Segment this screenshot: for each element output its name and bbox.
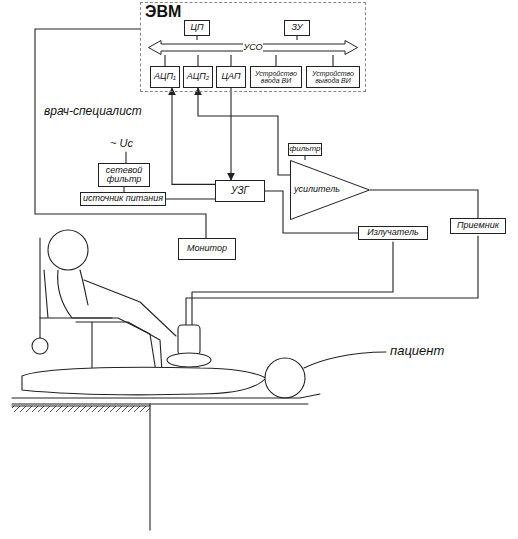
monitor-box: Монитор	[178, 238, 236, 260]
node-label: источник питания	[83, 194, 163, 203]
connector	[164, 55, 165, 66]
doctor-label: врач-специалист	[44, 104, 142, 118]
connector	[275, 55, 276, 66]
connector	[172, 88, 215, 184]
output-device-box: Устройство вывода ВИ	[306, 66, 360, 88]
chair	[39, 318, 40, 338]
connector	[296, 36, 297, 40]
node-label: ЗУ	[292, 23, 303, 32]
chair-lamp	[32, 338, 48, 354]
mains-wire	[125, 152, 126, 163]
probe-head	[167, 353, 211, 367]
connector	[196, 36, 197, 40]
node-label: сетевой фильтр	[99, 166, 149, 185]
connector	[332, 55, 333, 66]
patient-body	[22, 367, 266, 395]
floor	[12, 405, 150, 406]
emitter-box: Излучатель	[358, 226, 428, 240]
filter-box: фильтр	[288, 143, 322, 156]
memory-box: ЗУ	[284, 20, 310, 36]
receiver-box: Приемник	[450, 218, 506, 234]
adc-box: АЦП₁	[150, 66, 180, 88]
bus-outline	[149, 41, 358, 55]
table-leg	[149, 404, 150, 530]
connector	[198, 88, 290, 175]
node-label: УЗГ	[231, 186, 249, 197]
patient-label: пациент	[390, 343, 444, 358]
ultrasound-probe	[178, 325, 200, 355]
node-label: УСО	[243, 43, 262, 52]
connector	[230, 88, 231, 180]
node-label: ЭВМ	[141, 3, 185, 22]
bus-band: УСО	[148, 40, 358, 55]
doctor-body	[58, 270, 156, 372]
patient-head	[265, 358, 305, 398]
node-label: Устройство вывода ВИ	[307, 70, 359, 85]
connector	[197, 55, 198, 66]
doctor-leg	[76, 322, 162, 372]
node-label: фильтр	[290, 145, 321, 153]
amplifier-outline	[291, 161, 370, 220]
connector	[370, 190, 478, 218]
node-label: Монитор	[187, 244, 227, 253]
input-device-box: Устройство ввода ВИ	[250, 66, 302, 88]
cpu-box: ЦП	[184, 20, 210, 36]
node-label: АЦП₁	[154, 72, 176, 81]
connector	[304, 156, 305, 160]
dac-box: ЦАП	[216, 66, 246, 88]
node-label: ЦАП	[222, 72, 241, 81]
computer-frame: ЭВМ ЦП ЗУ УСО АЦП₁ АЦП₂ ЦАП Устройство ввода ВИ…	[140, 2, 366, 92]
node-label: АЦП₂	[187, 72, 210, 81]
node-label: Излучатель	[367, 228, 419, 237]
amplifier-triangle: усилитель	[290, 160, 370, 220]
connector	[166, 198, 215, 199]
connector	[35, 29, 206, 238]
generator-box: УЗГ	[215, 180, 265, 202]
doctor-body	[80, 270, 88, 305]
chair	[40, 238, 112, 372]
table-top	[12, 394, 320, 404]
node-label: усилитель	[290, 185, 340, 194]
node-label: Приемник	[457, 221, 499, 230]
adc-box: АЦП₂	[183, 66, 213, 88]
node-label: ЦП	[190, 23, 203, 32]
supply-voltage-label: ~ Uс	[110, 137, 133, 149]
power-supply-box: источник питания	[80, 192, 166, 206]
node-label: Устройство ввода ВИ	[251, 70, 301, 85]
leader-line	[304, 352, 386, 368]
doctor-head	[48, 230, 88, 270]
mains-filter-box: сетевой фильтр	[98, 163, 150, 187]
connector	[230, 55, 231, 66]
doctor-arm	[84, 280, 176, 336]
floor-hatch	[12, 406, 150, 412]
